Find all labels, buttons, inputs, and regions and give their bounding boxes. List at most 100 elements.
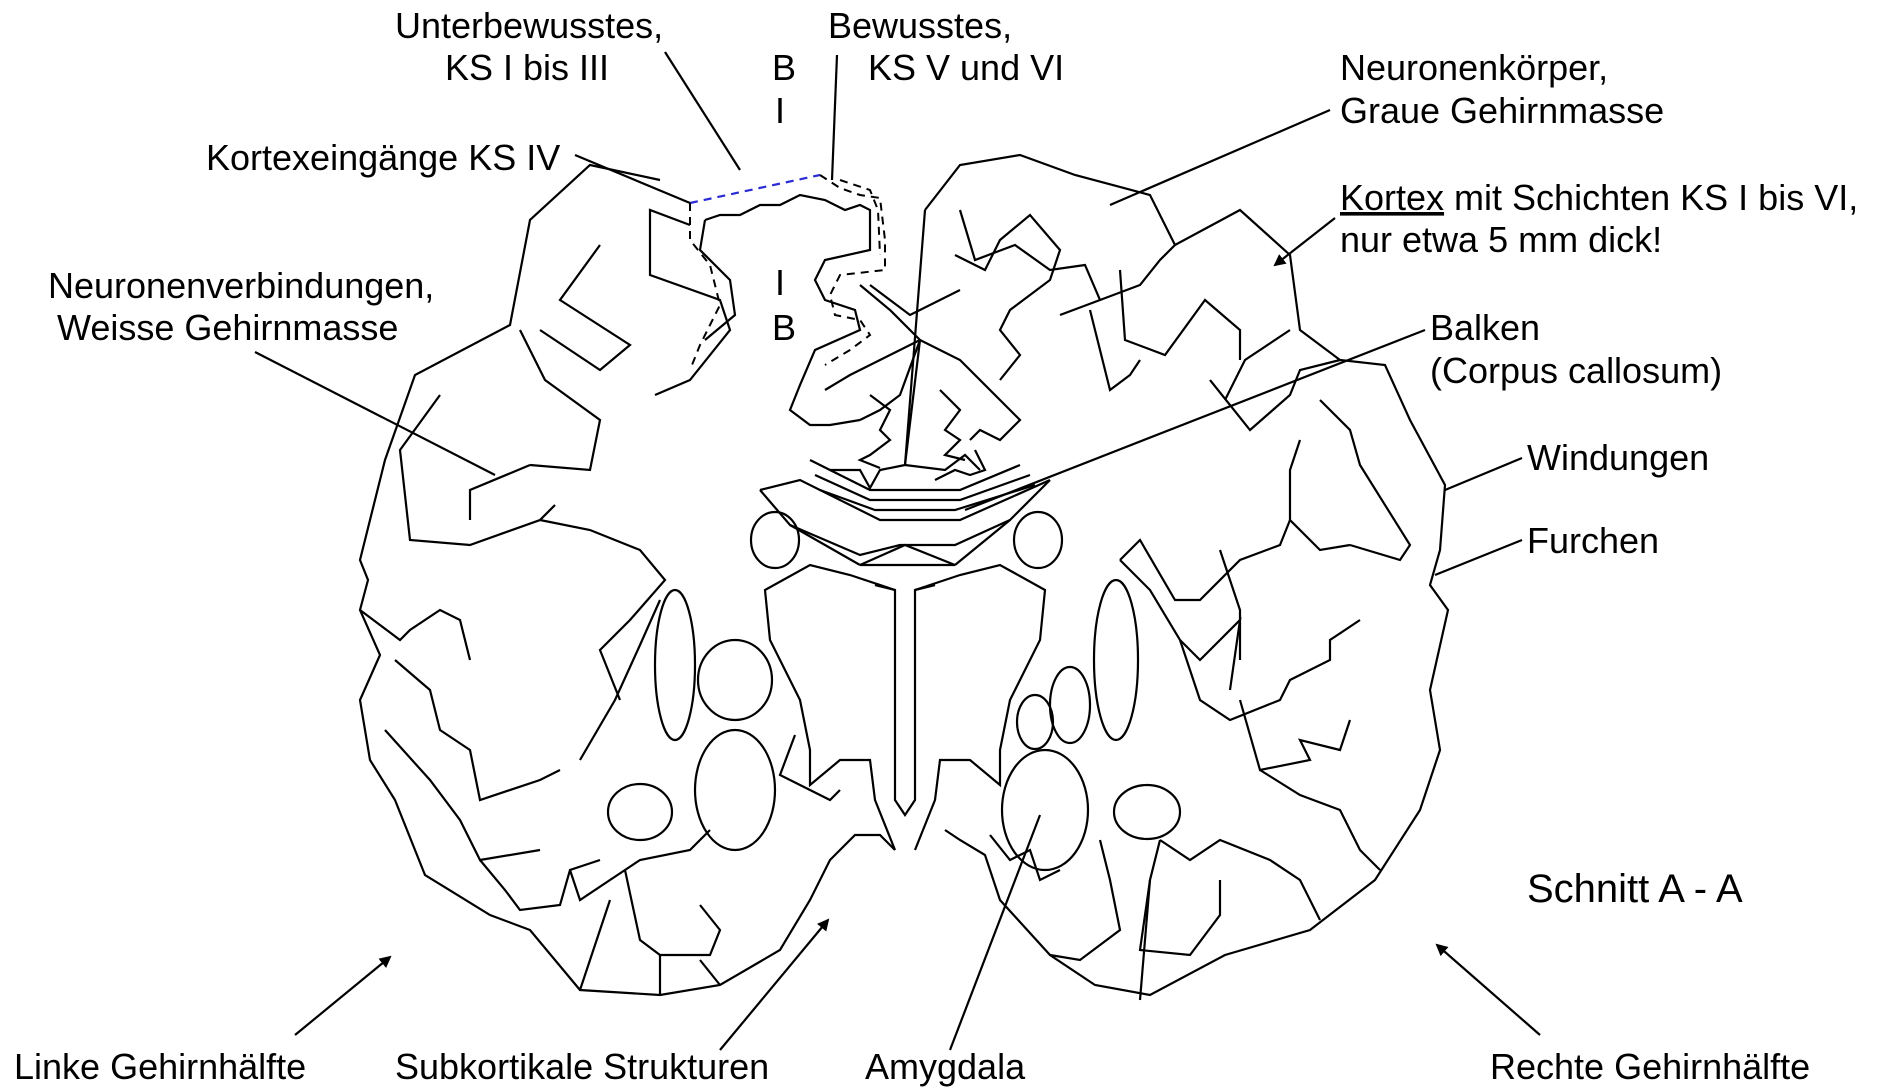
arrow-kortex [1275,218,1335,265]
small-nucleus-right-b [1017,695,1053,749]
label-b-mid: B [772,307,796,348]
thalamus-left [765,565,895,850]
lateral-ventricle-left [751,512,799,568]
label-linke-gehirnhaelfte: Linke Gehirnhälfte [14,1046,306,1087]
right-medial-gyrus-d [935,450,985,480]
label-bewusstes-2: KS V und VI [868,47,1064,88]
right-gyrus-11 [1180,620,1360,720]
label-unterbewusstes-1: Unterbewusstes, [395,5,663,46]
label-kortex-word: Kortex [1340,177,1444,218]
midline-fissure [830,210,925,488]
label-amygdala: Amygdala [865,1046,1026,1087]
label-furchen: Furchen [1527,520,1659,561]
leader-neuronenkoerper [1110,110,1330,205]
right-gyrus-4 [1120,270,1240,360]
arrow-rechte-gehirnhaelfte [1437,945,1540,1035]
small-nucleus-right-a [1050,667,1090,743]
label-neuronenverbindungen-2: Weisse Gehirnmasse [57,307,398,348]
putamen-left [698,640,772,720]
left-medial-gyrus-e [860,395,890,468]
right-gyrus-1 [960,210,1100,315]
left-gyrus-16 [470,465,530,520]
left-gyrus-9 [480,860,600,910]
left-gyrus-2 [540,245,630,370]
left-medial-gyrus-b [700,220,735,340]
label-windungen: Windungen [1527,437,1709,478]
label-balken-2: (Corpus callosum) [1430,350,1722,391]
left-gyrus-11 [625,870,720,955]
label-balken-1: Balken [1430,307,1540,348]
right-medial-gyrus-b [955,215,1060,380]
label-schnitt: Schnitt A - A [1527,867,1743,911]
label-neuronenverbindungen-1: Neuronenverbindungen, [48,265,434,306]
right-gyrus-5 [1225,330,1290,400]
leader-windungen [1445,458,1522,490]
caudate-right [1094,580,1138,740]
label-i-top: I [775,90,785,131]
right-gyrus-8 [1290,440,1350,550]
septum-left [790,525,860,565]
left-gyrus-13 [580,900,610,990]
label-bewusstes-1: Bewusstes, [828,5,1012,46]
corpus-callosum-line-1 [810,460,1020,490]
right-gyrus-18 [990,835,1060,880]
label-neuronenkoerper-1: Neuronenkörper, [1340,47,1608,88]
left-gyrus-6 [360,610,470,660]
label-kortex-2: nur etwa 5 mm dick! [1340,219,1662,260]
right-medial-gyrus-a [920,340,1020,440]
hippocampus-left [608,784,672,840]
ks4-dashed-boundary-blue [690,175,820,203]
left-gyrus-4 [400,395,555,545]
leader-furchen [1435,540,1522,575]
globus-pallidus-left [695,730,775,850]
septum-right [955,520,1010,565]
ks4-dashed-boundary-1 [690,203,720,370]
right-gyrus-7 [1320,400,1410,560]
right-gyrus-15 [1140,840,1220,955]
right-gyrus-13 [1260,770,1380,870]
medial-crossline [870,285,960,315]
lateral-ventricle-right [1014,512,1062,568]
left-medial-gyrus-d [825,340,920,390]
corpus-callosum-lower [760,480,1050,555]
label-unterbewusstes-2: KS I bis III [445,47,609,88]
right-gyrus-14 [1160,840,1320,920]
right-gyrus-16 [1050,840,1120,960]
leader-bewusstes [832,55,837,180]
leader-neuronenverbindungen [255,352,495,475]
arrow-subkortikale-strukturen [720,920,828,1050]
fornix-triangle [860,545,955,565]
label-b-top: B [772,47,796,88]
label-rechte-gehirnhaelfte: Rechte Gehirnhälfte [1490,1046,1810,1087]
left-gyrus-7 [395,660,560,800]
midline-fissure-right [905,455,980,470]
left-gyrus-15 [580,600,660,760]
label-subkortikale-strukturen: Subkortikale Strukturen [395,1046,769,1087]
thalamus-right [915,565,1045,850]
left-hemisphere-outline [360,165,895,995]
amygdala-ellipse [1002,750,1088,870]
leader-kortexeingaenge [575,155,690,203]
left-gyrus-8 [385,730,540,860]
leader-unterbewusstes [665,52,740,170]
right-hemisphere-outline [925,155,1448,995]
left-gyrus-3 [520,330,600,470]
right-gyrus-2 [1100,245,1175,300]
leader-amygdala [950,815,1040,1050]
arrow-linke-gehirnhaelfte [295,957,390,1035]
ks4-dashed-boundary-3 [840,180,880,255]
right-gyrus-3 [1090,310,1140,390]
label-kortex-line-1: Kortex mit Schichten KS I bis VI, [1340,177,1858,218]
label-i-mid: I [775,262,785,303]
label-neuronenkoerper-2: Graue Gehirnmasse [1340,90,1664,131]
left-gyrus-5 [540,520,665,700]
caudate-left [655,590,695,740]
leader-balken [965,330,1425,510]
label-kortexeingaenge: Kortexeingänge KS IV [206,137,560,178]
right-medial-gyrus-c [940,390,965,460]
right-gyrus-9 [1120,520,1290,600]
hippocampus-right [1114,785,1180,839]
label-kortex-rest: mit Schichten KS I bis VI, [1444,177,1858,218]
third-ventricle [875,585,935,815]
